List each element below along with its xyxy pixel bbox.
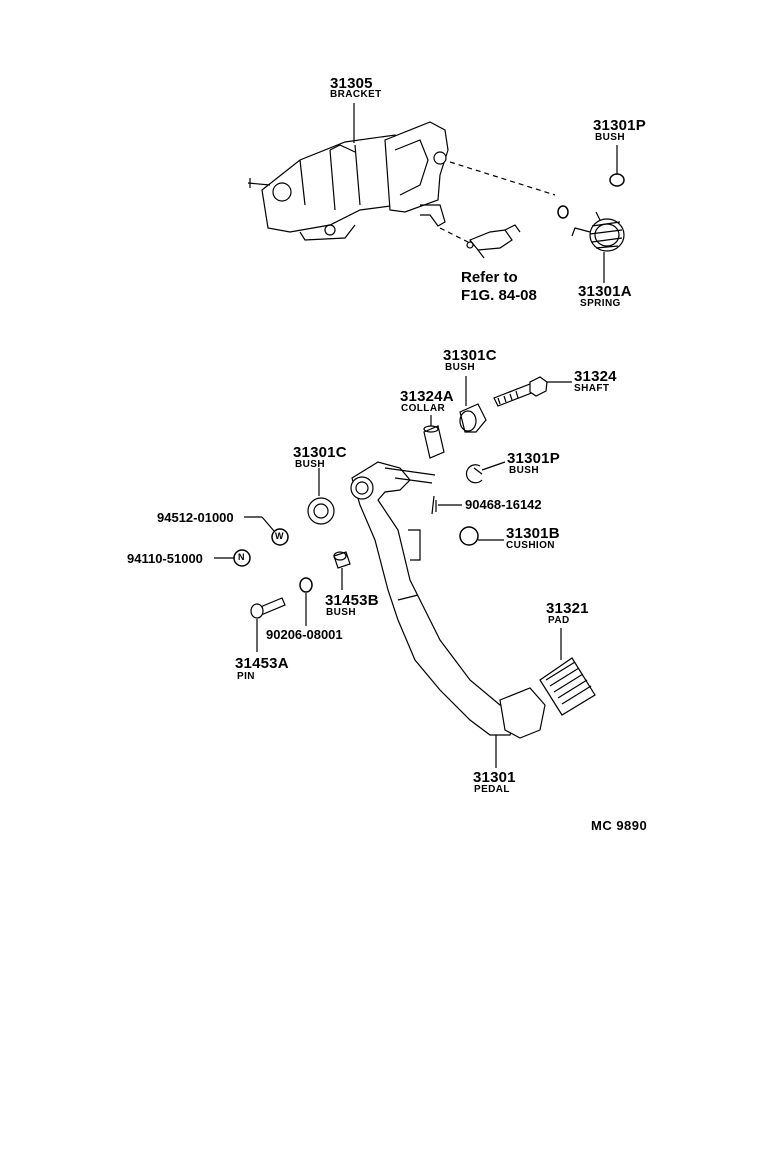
part-name-cushion: CUSHION bbox=[506, 540, 555, 551]
part-number-bush-c-left: 31301C bbox=[293, 444, 347, 461]
part-number-clip: 90468-16142 bbox=[465, 497, 542, 512]
part-number-cushion: 31301B bbox=[506, 525, 560, 542]
nut-mark: N bbox=[238, 552, 245, 562]
part-name-bush-c-left: BUSH bbox=[295, 459, 325, 470]
part-number-small-washer: 90206-08001 bbox=[266, 627, 343, 642]
washer-drawing bbox=[271, 528, 289, 546]
bush-c-upper-drawing bbox=[459, 403, 487, 433]
washer-mark: W bbox=[275, 531, 284, 541]
bush-top-drawing bbox=[609, 173, 625, 187]
part-name-bush-b: BUSH bbox=[326, 607, 356, 618]
reference-connector-drawing bbox=[466, 224, 521, 259]
bush-c-left-drawing bbox=[307, 497, 335, 525]
part-name-bush-top: BUSH bbox=[595, 132, 625, 143]
clip-drawing bbox=[431, 495, 437, 515]
part-number-bush-b: 31453B bbox=[325, 592, 379, 609]
part-name-pad: PAD bbox=[548, 615, 570, 626]
part-number-nut: 94110-51000 bbox=[127, 551, 203, 566]
part-name-shaft: SHAFT bbox=[574, 383, 610, 394]
part-name-pedal: PEDAL bbox=[474, 784, 510, 795]
pad-drawing bbox=[539, 657, 596, 716]
part-number-bracket: 31305 bbox=[330, 75, 373, 92]
bush-p-right-drawing bbox=[465, 464, 483, 484]
part-number-bush-p-right: 31301P bbox=[507, 450, 560, 467]
reference-line-1: Refer to bbox=[461, 269, 518, 286]
pedal-drawing bbox=[350, 461, 546, 739]
part-name-collar: COLLAR bbox=[401, 403, 446, 414]
part-number-bush-c-upper: 31301C bbox=[443, 347, 497, 364]
part-number-washer: 94512-01000 bbox=[157, 510, 234, 525]
part-name-spring: SPRING bbox=[580, 298, 621, 309]
part-name-pin: PIN bbox=[237, 671, 255, 682]
part-number-spring: 31301A bbox=[578, 283, 632, 300]
bracket-drawing bbox=[247, 121, 449, 241]
part-number-collar: 31324A bbox=[400, 388, 454, 405]
pin-drawing bbox=[250, 597, 286, 619]
part-name-bush-c-upper: BUSH bbox=[445, 362, 475, 373]
shaft-drawing bbox=[493, 376, 548, 407]
small-washer-drawing bbox=[299, 577, 313, 593]
part-number-shaft: 31324 bbox=[574, 368, 617, 385]
part-number-pin: 31453A bbox=[235, 655, 289, 672]
part-name-bush-p-right: BUSH bbox=[509, 465, 539, 476]
collar-drawing bbox=[423, 425, 445, 459]
part-number-pedal: 31301 bbox=[473, 769, 516, 786]
part-number-pad: 31321 bbox=[546, 600, 589, 617]
part-name-bracket: BRACKET bbox=[330, 89, 382, 100]
spring-drawing bbox=[557, 205, 625, 252]
diagram-code: MC 9890 bbox=[591, 818, 648, 833]
cushion-drawing bbox=[459, 526, 479, 546]
part-number-bush-top: 31301P bbox=[593, 117, 646, 134]
reference-line-2: F1G. 84-08 bbox=[461, 287, 537, 304]
